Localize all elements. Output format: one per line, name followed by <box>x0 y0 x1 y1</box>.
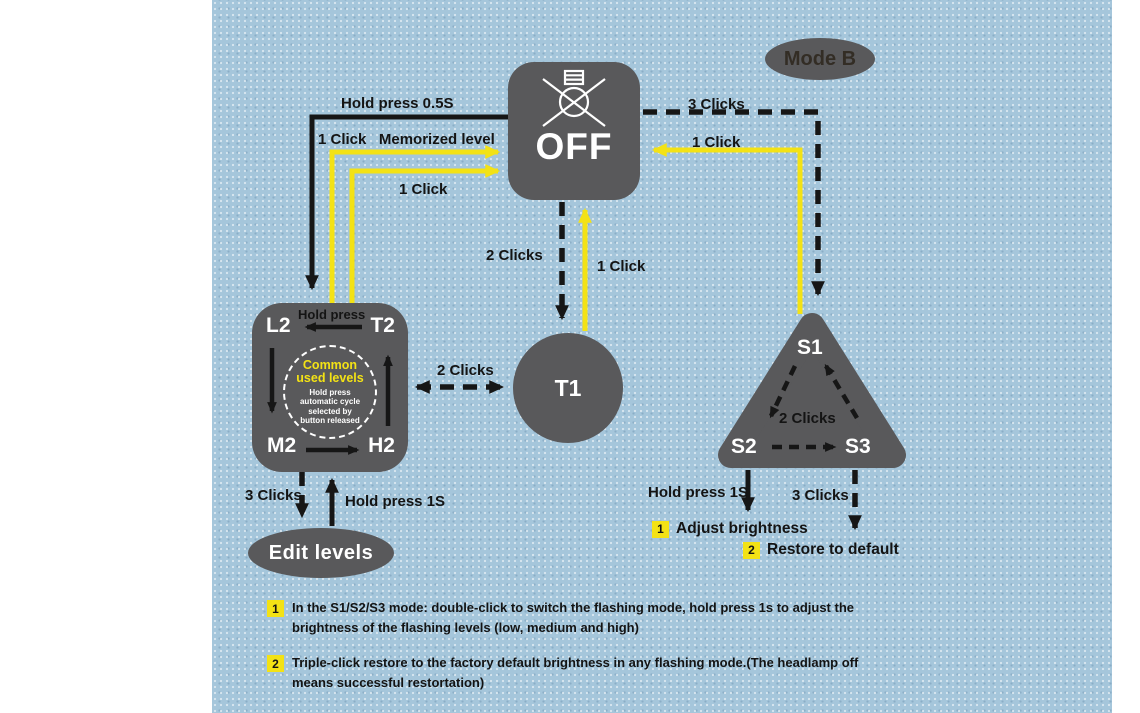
off-state-node: OFF <box>508 62 640 200</box>
callout-adjust-brightness: 1 Adjust brightness <box>652 520 808 538</box>
common-levels-node: L2 T2 M2 H2 Hold press Common used level… <box>252 303 408 472</box>
footnote-1-text: In the S1/S2/S3 mode: double-click to sw… <box>292 600 854 636</box>
label-3clicks-to-edit: 3 Clicks <box>245 487 302 504</box>
callout-2-badge: 2 <box>743 541 760 559</box>
off-label: OFF <box>535 126 613 167</box>
common-used-levels-circle: Common used levels Hold press automatic … <box>283 345 377 439</box>
label-1click-from-s1: 1 Click <box>692 134 741 151</box>
callout-restore-default: 2 Restore to default <box>743 541 899 559</box>
edit-levels-label: Edit levels <box>268 541 374 564</box>
footnote-2-badge: 2 <box>267 655 284 672</box>
callout-2-text: Restore to default <box>767 541 899 558</box>
label-3clicks-to-s1: 3 Clicks <box>688 96 745 113</box>
label-hold-1s-from-edit: Hold press 1S <box>345 493 446 510</box>
common-used-levels-subtitle: Hold press automatic cycle selected by b… <box>299 387 361 425</box>
flash-s2-label: S2 <box>731 435 757 458</box>
level-t2-label: T2 <box>370 314 395 337</box>
label-2clicks-to-t1: 2 Clicks <box>486 247 543 264</box>
footnote-1: 1 In the S1/S2/S3 mode: double-click to … <box>267 598 932 638</box>
footnote-2-text: Triple-click restore to the factory defa… <box>292 655 859 691</box>
common-used-levels-title: Common used levels <box>296 357 364 386</box>
label-hold-1s-from-s2: Hold press 1S <box>648 484 749 501</box>
footnote-1-badge: 1 <box>267 600 284 617</box>
level-h2-label: H2 <box>368 434 395 457</box>
mode-b-label: Mode B <box>783 47 857 70</box>
label-triangle-2clicks: 2 Clicks <box>779 410 836 427</box>
footnote-2: 2 Triple-click restore to the factory de… <box>267 653 932 693</box>
callout-1-text: Adjust brightness <box>676 520 808 537</box>
flash-s1-label: S1 <box>797 336 823 359</box>
t1-node: T1 <box>513 333 623 443</box>
level-l2-label: L2 <box>266 314 291 337</box>
label-hold-press-05s: Hold press 0.5S <box>341 95 454 112</box>
label-1click-left: 1 Click <box>399 181 448 198</box>
flash-s3-label: S3 <box>845 435 871 458</box>
callout-1-badge: 1 <box>652 520 669 538</box>
t1-label: T1 <box>554 374 582 401</box>
levels-hold-press-label: Hold press <box>298 307 366 322</box>
label-1click-from-t1: 1 Click <box>597 258 646 275</box>
headlamp-off-icon <box>542 69 606 127</box>
level-m2-label: M2 <box>267 434 297 457</box>
edit-levels-node: Edit levels <box>248 528 394 578</box>
label-1click-memorized: 1 Click Memorized level <box>318 131 495 148</box>
mode-b-badge: Mode B <box>765 38 875 80</box>
label-2clicks-levels-t1: 2 Clicks <box>437 362 494 379</box>
label-3clicks-from-s3: 3 Clicks <box>792 487 849 504</box>
